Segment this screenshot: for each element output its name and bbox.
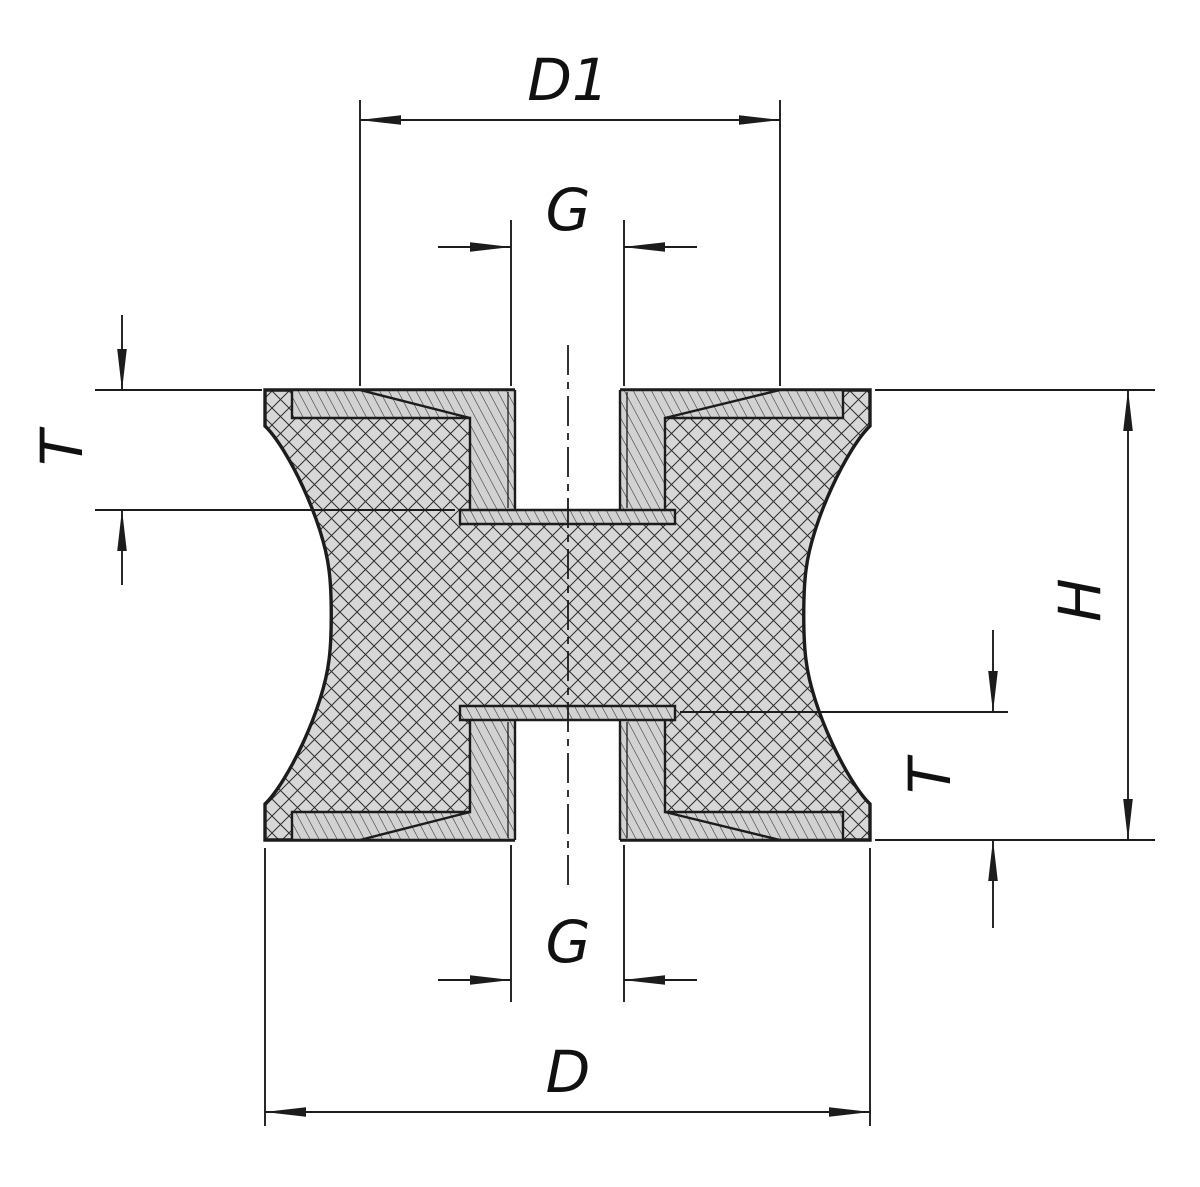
dimension-label-d: D	[546, 1038, 591, 1106]
bottom-recess-chamfer-right	[664, 810, 781, 842]
dimension-h: H	[875, 389, 1155, 841]
dimension-g-bottom: G	[438, 845, 697, 1002]
dimension-g-top: G	[438, 176, 697, 386]
dimension-t-left: T	[28, 315, 455, 585]
top-recess-chamfer-left	[359, 388, 471, 420]
part	[263, 345, 872, 885]
body-outline	[263, 388, 872, 842]
dimension-label-t-left: T	[28, 426, 96, 466]
dimension-t-right: T	[680, 630, 1008, 928]
dimension-d1: D1	[359, 46, 781, 386]
dimension-label-g-top: G	[546, 176, 591, 244]
top-recess-chamfer-right	[664, 388, 781, 420]
dimension-d: D	[264, 848, 871, 1126]
dimension-label-h: H	[1046, 578, 1114, 622]
bottom-recess-chamfer-left	[359, 810, 471, 842]
dimension-label-t-right: T	[896, 754, 964, 794]
dimension-label-d1: D1	[527, 46, 609, 114]
dimension-label-g-bottom: G	[546, 908, 591, 976]
